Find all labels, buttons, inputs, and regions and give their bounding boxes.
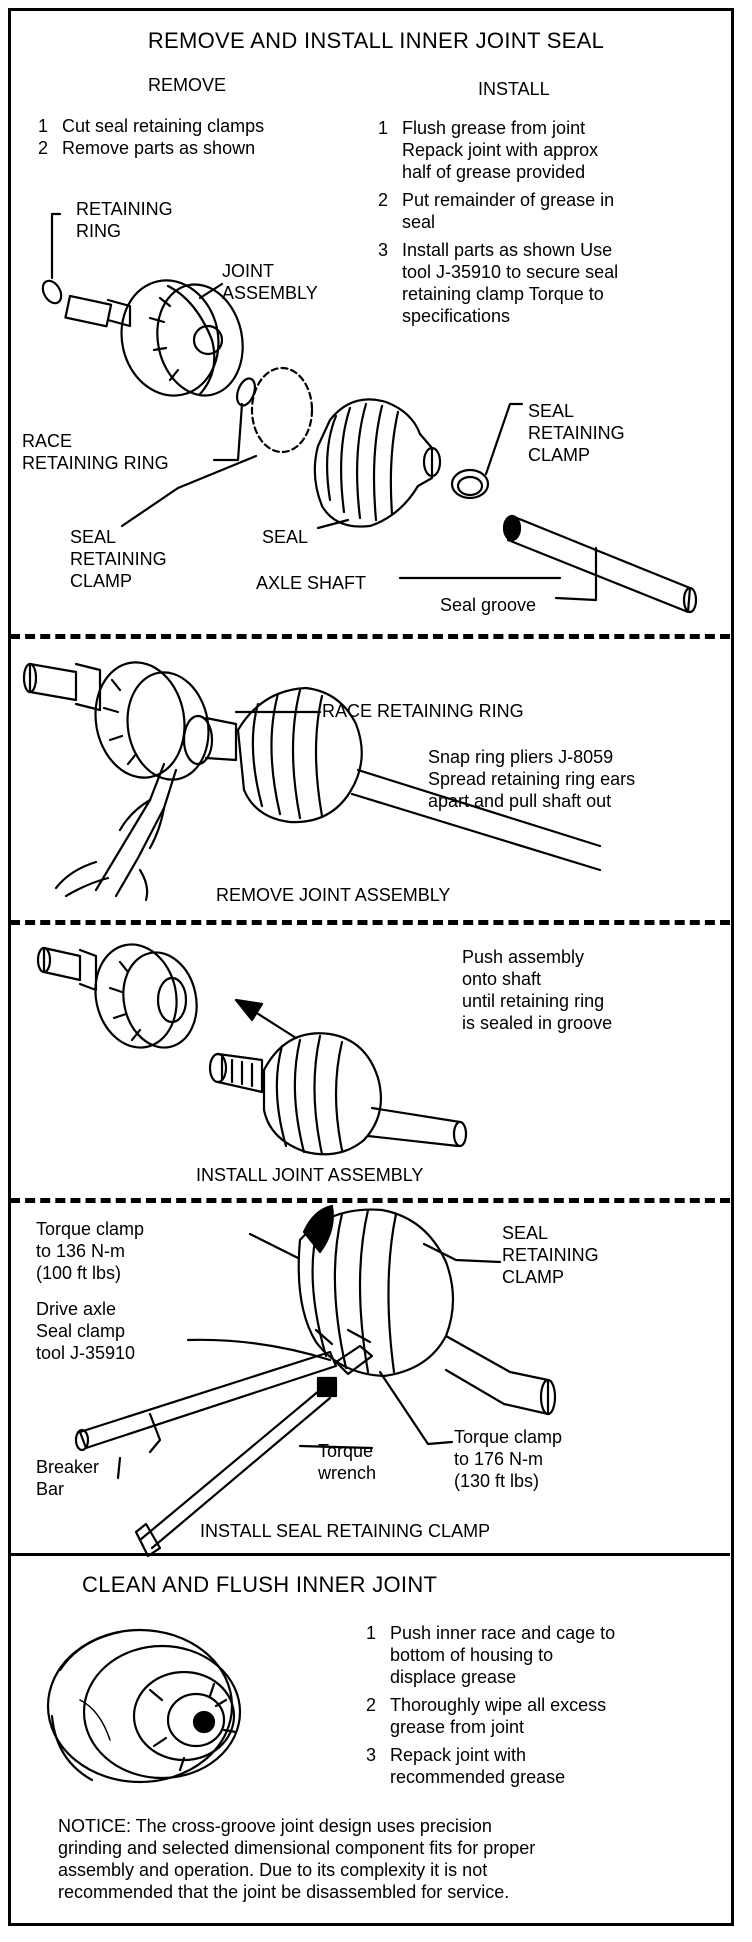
notice-block: NOTICE: The cross-groove joint design us… — [58, 1815, 698, 1903]
label-axle-shaft: AXLE SHAFT — [256, 573, 367, 593]
label-torque-clamp-176: Torque clamp to 176 N-m (130 ft lbs) — [454, 1427, 563, 1491]
caption-remove-joint-assembly: REMOVE JOINT ASSEMBLY — [216, 885, 451, 905]
notice-line: recommended that the joint be disassembl… — [58, 1882, 510, 1902]
label-seal: SEAL — [262, 527, 309, 547]
label-joint-assembly: JOINT ASSEMBLY — [222, 261, 318, 303]
notice-line: NOTICE: The cross-groove joint design us… — [58, 1816, 492, 1836]
section-divider — [10, 1553, 730, 1556]
notice-line: assembly and operation. Due to its compl… — [58, 1860, 488, 1880]
label-seal-retaining-clamp-right: SEAL RETAINING CLAMP — [528, 401, 625, 465]
install-heading: INSTALL — [478, 79, 550, 99]
remove-heading: REMOVE — [148, 75, 227, 95]
label-torque-clamp-136: Torque clamp to 136 N-m (100 ft lbs) — [36, 1219, 145, 1283]
label-seal-retaining-clamp-4: SEAL RETAINING CLAMP — [502, 1223, 599, 1287]
section-divider — [10, 634, 730, 639]
label-torque-wrench: Torque wrench — [318, 1441, 377, 1483]
section-divider — [10, 920, 730, 925]
label-retaining-ring: RETAINING RING — [76, 199, 173, 241]
label-seal-retaining-clamp-left: SEAL RETAINING CLAMP — [70, 527, 167, 591]
remove-joint-instructions: Snap ring pliers J-8059 Spread retaining… — [428, 747, 636, 811]
diagram-frame — [8, 8, 734, 1926]
caption-install-joint-assembly: INSTALL JOINT ASSEMBLY — [196, 1165, 424, 1185]
label-seal-groove: Seal groove — [440, 595, 537, 615]
label-race-retaining-ring: RACE RETAINING RING — [22, 431, 169, 473]
label-breaker-bar: Breaker Bar — [36, 1457, 100, 1499]
section-divider — [10, 1198, 730, 1203]
notice-line: grinding and selected dimensional compon… — [58, 1838, 536, 1858]
install-joint-instructions: Push assembly onto shaft until retaining… — [462, 947, 613, 1033]
section-title-clean-flush: CLEAN AND FLUSH INNER JOINT — [82, 1572, 438, 1597]
label-drive-axle-tool: Drive axle Seal clamp tool J-35910 — [36, 1299, 136, 1363]
caption-install-seal-retaining-clamp: INSTALL SEAL RETAINING CLAMP — [200, 1521, 491, 1541]
label-race-retaining-ring-2: RACE RETAINING RING — [322, 701, 524, 721]
section-title-remove-install-seal: REMOVE AND INSTALL INNER JOINT SEAL — [147, 28, 605, 53]
